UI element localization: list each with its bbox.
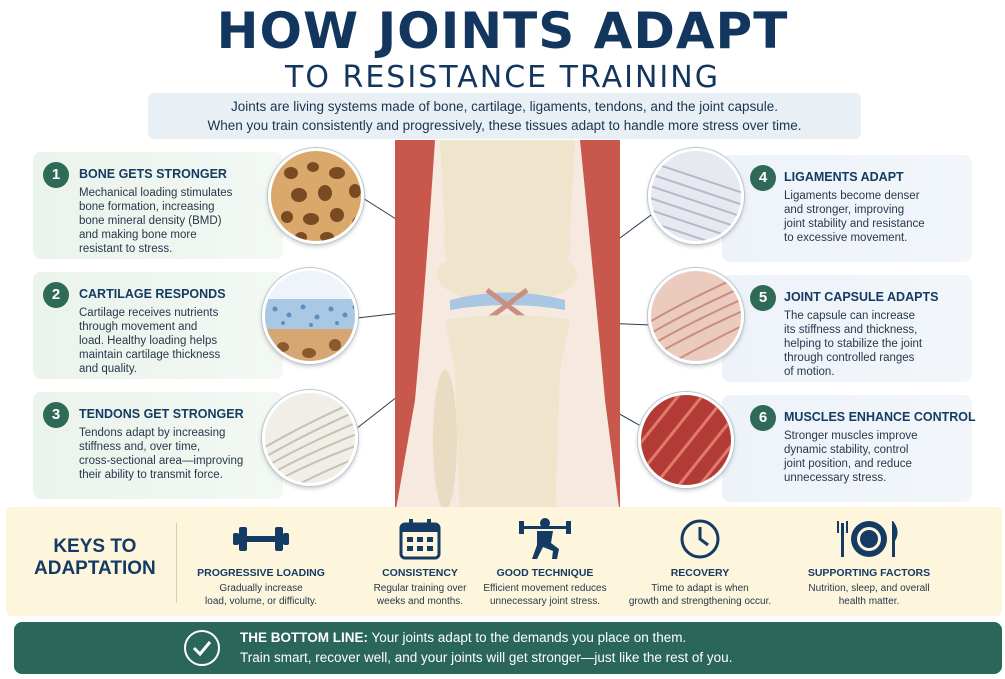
intro-line-2: When you train consistently and progress… xyxy=(207,118,802,133)
cartilage-detail-image xyxy=(262,268,358,364)
capsule-detail-image xyxy=(648,268,744,364)
squat-icon xyxy=(466,515,624,563)
keys-title: KEYS TO ADAPTATION xyxy=(34,536,156,579)
dumbbell-icon xyxy=(182,515,340,563)
bone-detail-image xyxy=(268,148,364,244)
card-number: 2 xyxy=(43,282,69,308)
card-tendons: 3 TENDONS GET STRONGER Tendons adapt by … xyxy=(33,392,283,499)
card-number: 6 xyxy=(750,405,776,431)
card-number: 1 xyxy=(43,162,69,188)
keys-panel: KEYS TO ADAPTATION PROGRESSIVE LOADING G… xyxy=(6,507,1002,616)
muscle-detail-image xyxy=(638,392,734,488)
card-title: BONE GETS STRONGER xyxy=(79,167,227,181)
card-joint-capsule: 5 JOINT CAPSULE ADAPTS The capsule can i… xyxy=(722,275,972,382)
key-progressive-loading: PROGRESSIVE LOADING Gradually increase l… xyxy=(182,515,340,608)
card-text: Mechanical loading stimulates bone forma… xyxy=(79,187,233,255)
key-text: Efficient movement reduces unnecessary j… xyxy=(483,583,607,607)
card-text: Tendons adapt by increasing stiffness an… xyxy=(79,427,244,481)
key-title: CONSISTENCY xyxy=(382,567,458,579)
check-circle-icon xyxy=(184,630,220,666)
card-text: Stronger muscles improve dynamic stabili… xyxy=(784,430,918,484)
card-number: 3 xyxy=(43,402,69,428)
card-bone: 1 BONE GETS STRONGER Mechanical loading … xyxy=(33,152,283,259)
key-text: Gradually increase load, volume, or diff… xyxy=(205,583,317,607)
key-title: SUPPORTING FACTORS xyxy=(807,567,931,579)
card-number: 5 xyxy=(750,285,776,311)
ligament-detail-image xyxy=(648,148,744,244)
keys-divider xyxy=(176,523,177,603)
key-title: PROGRESSIVE LOADING xyxy=(197,567,325,579)
card-title: TENDONS GET STRONGER xyxy=(79,407,244,421)
key-good-technique: GOOD TECHNIQUE Efficient movement reduce… xyxy=(466,515,624,608)
key-text: Time to adapt is when growth and strengt… xyxy=(628,583,772,607)
card-text: The capsule can increase its stiffness a… xyxy=(784,310,923,378)
card-title: CARTILAGE RESPONDS xyxy=(79,287,226,301)
bottom-line-text-1: THE BOTTOM LINE: Your joints adapt to th… xyxy=(240,630,686,645)
key-consistency: CONSISTENCY Regular training over weeks … xyxy=(341,515,499,608)
card-title: MUSCLES ENHANCE CONTROL xyxy=(784,410,976,424)
page-title: HOW JOINTS ADAPT xyxy=(216,2,789,60)
knee-joint-illustration xyxy=(395,140,620,515)
card-title: LIGAMENTS ADAPT xyxy=(784,170,904,184)
key-text: Nutrition, sleep, and overall health mat… xyxy=(808,583,930,607)
card-cartilage: 2 CARTILAGE RESPONDS Cartilage receives … xyxy=(33,272,283,379)
key-supporting-factors: SUPPORTING FACTORS Nutrition, sleep, and… xyxy=(790,515,948,608)
card-number: 4 xyxy=(750,165,776,191)
bottom-line-banner: THE BOTTOM LINE: Your joints adapt to th… xyxy=(14,622,1002,674)
plate-utensils-icon xyxy=(790,515,948,563)
card-text: Ligaments become denser and stronger, im… xyxy=(784,190,925,244)
calendar-icon xyxy=(341,515,499,563)
key-title: RECOVERY xyxy=(670,567,730,579)
key-recovery: RECOVERY Time to adapt is when growth an… xyxy=(621,515,779,608)
key-title: GOOD TECHNIQUE xyxy=(496,567,594,579)
bottom-line-sentence-1: Your joints adapt to the demands you pla… xyxy=(368,630,687,645)
card-text: Cartilage receives nutrients through mov… xyxy=(79,307,221,375)
tendon-detail-image xyxy=(262,390,358,486)
clock-icon xyxy=(621,515,779,563)
intro-line-1: Joints are living systems made of bone, … xyxy=(230,99,779,114)
card-title: JOINT CAPSULE ADAPTS xyxy=(784,290,939,304)
bottom-line-text-2: Train smart, recover well, and your join… xyxy=(240,650,733,665)
card-ligaments: 4 LIGAMENTS ADAPT Ligaments become dense… xyxy=(722,155,972,262)
key-text: Regular training over weeks and months. xyxy=(373,583,467,607)
bottom-line-label: THE BOTTOM LINE: xyxy=(240,630,368,645)
card-muscles: 6 MUSCLES ENHANCE CONTROL Stronger muscl… xyxy=(722,395,976,502)
page-subtitle: TO RESISTANCE TRAINING xyxy=(285,60,720,95)
intro-box: Joints are living systems made of bone, … xyxy=(148,93,861,139)
